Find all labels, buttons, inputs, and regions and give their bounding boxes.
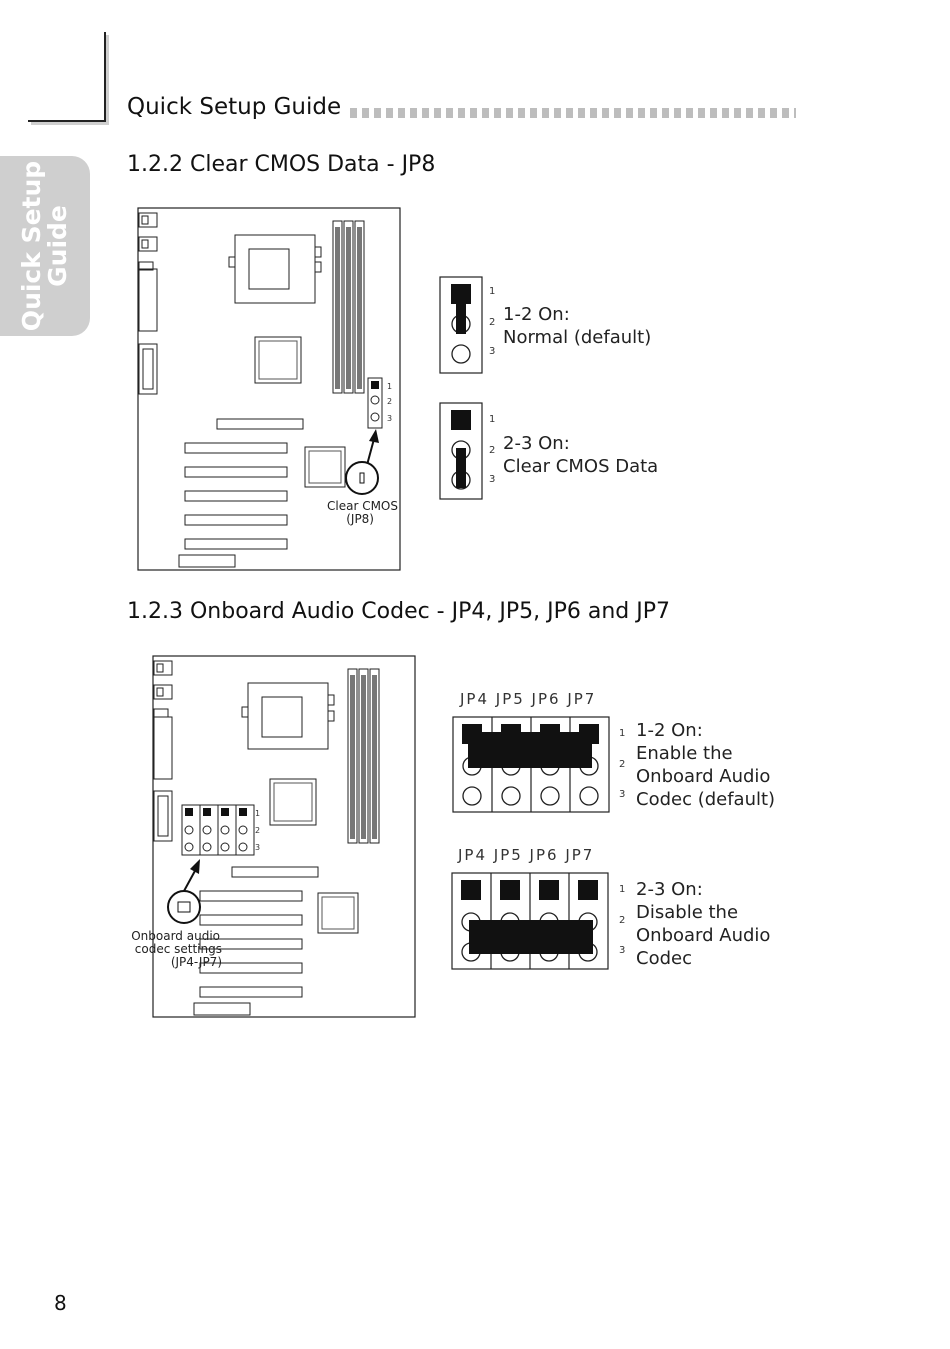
mainboard-diagram-cmos: 1 2 3 bbox=[137, 207, 401, 571]
pin-label-2: 2 bbox=[619, 915, 626, 926]
pin-label-2: 2 bbox=[489, 317, 496, 328]
pin-label-1: 1 bbox=[489, 286, 496, 297]
section-heading-audio: 1.2.3 Onboard Audio Codec - JP4, JP5, JP… bbox=[127, 599, 670, 624]
jumper-labels-top: JP4 JP5 JP6 JP7 bbox=[460, 690, 597, 708]
svg-text:2: 2 bbox=[255, 826, 260, 835]
pin-label-2: 2 bbox=[619, 759, 626, 770]
side-tab: Quick Setup Guide bbox=[0, 156, 90, 336]
pin-label-1: 1 bbox=[619, 884, 626, 895]
svg-text:2: 2 bbox=[387, 397, 392, 406]
jp8-setting-1-2-diagram bbox=[439, 276, 483, 374]
svg-text:1: 1 bbox=[255, 809, 260, 818]
audio-setting-2-3-diagram bbox=[451, 872, 609, 970]
section-heading-cmos: 1.2.2 Clear CMOS Data - JP8 bbox=[127, 152, 436, 177]
header-dotted-rule bbox=[350, 108, 796, 118]
jp8-setting-2-3-label: 2-3 On: Clear CMOS Data bbox=[503, 433, 659, 477]
audio-board-caption: Onboard audio codec settings (JP4-JP7) bbox=[131, 929, 222, 969]
audio-setting-1-2-diagram bbox=[452, 716, 610, 813]
svg-text:3: 3 bbox=[387, 414, 392, 423]
pin-label-2: 2 bbox=[489, 445, 496, 456]
audio-setting-1-2-label: 1-2 On: Enable the Onboard Audio Codec (… bbox=[636, 720, 776, 810]
cmos-board-caption: Clear CMOS (JP8) bbox=[327, 499, 398, 526]
corner-mark bbox=[28, 32, 106, 122]
pin-label-3: 3 bbox=[619, 945, 626, 956]
jp8-setting-2-3-diagram bbox=[439, 402, 483, 500]
pin-label-1: 1 bbox=[489, 414, 496, 425]
pin-label-3: 3 bbox=[489, 474, 496, 485]
jp8-setting-1-2-label: 1-2 On: Normal (default) bbox=[503, 304, 652, 348]
pin-label-3: 3 bbox=[619, 789, 626, 800]
svg-text:1: 1 bbox=[387, 382, 392, 391]
mainboard-diagram-audio: 1 2 3 bbox=[152, 655, 416, 1018]
jumper-labels-bottom: JP4 JP5 JP6 JP7 bbox=[458, 846, 595, 864]
audio-setting-2-3-label: 2-3 On: Disable the Onboard Audio Codec bbox=[636, 879, 771, 969]
svg-text:3: 3 bbox=[255, 843, 260, 852]
page-number: 8 bbox=[54, 1291, 67, 1315]
pin-label-1: 1 bbox=[619, 728, 626, 739]
side-tab-label: Quick Setup Guide bbox=[17, 160, 72, 332]
pin-label-3: 3 bbox=[489, 346, 496, 357]
page-header-title: Quick Setup Guide bbox=[127, 94, 342, 120]
